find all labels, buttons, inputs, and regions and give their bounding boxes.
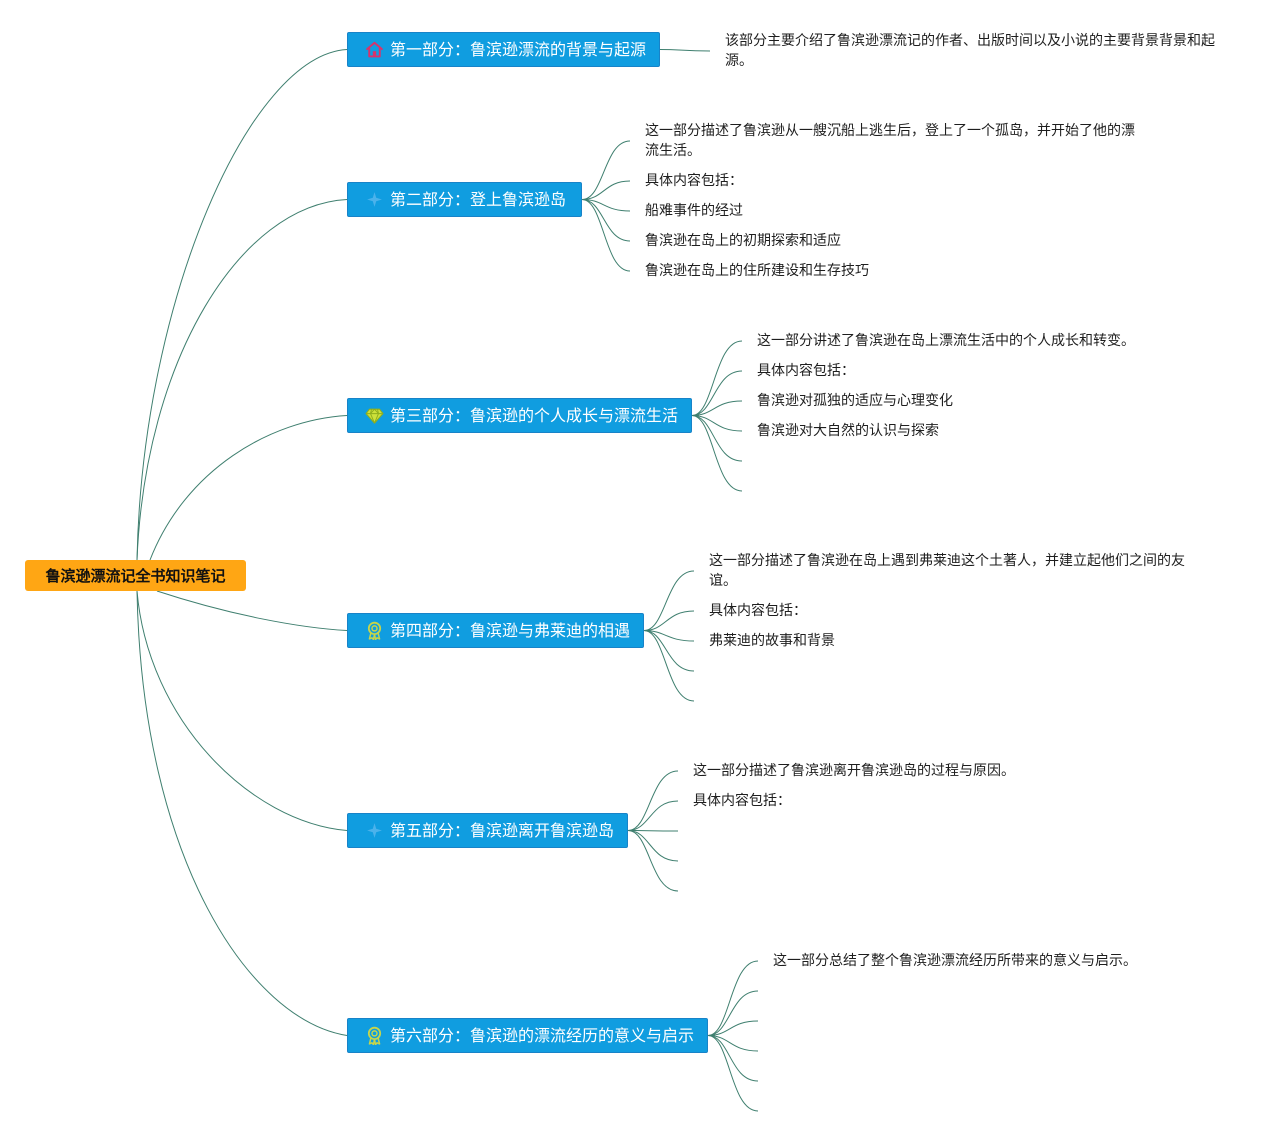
branch-topic-5: 第五部分：鲁滨逊离开鲁滨逊岛 (347, 813, 628, 848)
branch-5-empty-topic-connector (627, 830, 679, 832)
award-icon (365, 621, 384, 640)
branch-1-subtopics: 该部分主要介绍了鲁滨逊漂流记的作者、出版时间以及小说的主要背景背景和起源。 (725, 31, 1217, 81)
branch-3-leaf-4-connector (691, 415, 743, 432)
branch-5-leaf-1-connector (627, 770, 679, 831)
branch-6-empty-topic-connector (707, 1035, 759, 1112)
award-icon (365, 1026, 384, 1045)
branch-6-empty-topic-connector (707, 1035, 759, 1082)
branch-topic-2: 第二部分：登上鲁滨逊岛 (347, 182, 582, 217)
branch-3-empty-topic-connector (691, 415, 743, 492)
sparkle-icon (365, 190, 384, 209)
branch-4-leaf-1-connector (643, 570, 695, 631)
branch-topic-1: 第一部分：鲁滨逊漂流的背景与起源 (347, 32, 660, 67)
sparkle-icon (365, 821, 384, 840)
central-topic: 鲁滨逊漂流记全书知识笔记 (25, 560, 246, 591)
leaf-topic: 这一部分总结了整个鲁滨逊漂流经历所带来的意义与启示。 (773, 953, 1137, 969)
branch-5-empty-topic-connector (627, 830, 679, 892)
leaf-topic: 这一部分讲述了鲁滨逊在岛上漂流生活中的个人成长和转变。 (757, 333, 1135, 349)
root-to-branch-6-connector (136, 590, 348, 1036)
branch-2-subtopics: 这一部分描述了鲁滨逊从一艘沉船上逃生后，登上了一个孤岛，并开始了他的漂流生活。 … (645, 121, 1137, 291)
branch-topic-label: 第二部分：登上鲁滨逊岛 (390, 190, 567, 209)
branch-4-empty-topic-connector (643, 630, 695, 672)
branch-2-leaf-5-connector (581, 199, 631, 272)
leaf-topic: 这一部分描述了鲁滨逊离开鲁滨逊岛的过程与原因。 (693, 763, 1015, 779)
branch-3-subtopics: 这一部分讲述了鲁滨逊在岛上漂流生活中的个人成长和转变。 具体内容包括： 鲁滨逊对… (757, 331, 1249, 451)
leaf-topic: 这一部分描述了鲁滨逊在岛上遇到弗莱迪这个土著人，并建立起他们之间的友谊。 (709, 553, 1185, 589)
branch-4-leaf-2-connector (643, 610, 695, 631)
leaf-topic: 弗莱迪的故事和背景 (709, 633, 835, 649)
branch-5-leaf-2-connector (627, 800, 679, 831)
house-icon (365, 40, 384, 59)
branch-topic-label: 第三部分：鲁滨逊的个人成长与漂流生活 (390, 406, 679, 425)
root-to-branch-1-connector (136, 49, 348, 561)
leaf-topic: 具体内容包括： (709, 603, 807, 619)
leaf-topic: 船难事件的经过 (645, 203, 743, 219)
branch-topic-6: 第六部分：鲁滨逊的漂流经历的意义与启示 (347, 1018, 708, 1053)
branch-topic-label: 第四部分：鲁滨逊与弗莱迪的相遇 (390, 621, 631, 640)
branch-2-leaf-2-connector (581, 180, 631, 200)
root-to-branch-2-connector (136, 199, 348, 561)
branch-5-empty-topic-connector (627, 830, 679, 862)
branch-6-empty-topic-connector (707, 990, 759, 1036)
branch-topic-3: 第三部分：鲁滨逊的个人成长与漂流生活 (347, 398, 692, 433)
central-topic-label: 鲁滨逊漂流记全书知识笔记 (45, 567, 226, 585)
branch-3-leaf-2-connector (691, 370, 743, 416)
branch-6-empty-topic-connector (707, 1020, 759, 1036)
diamond-icon (365, 406, 384, 425)
branch-topic-4: 第四部分：鲁滨逊与弗莱迪的相遇 (347, 613, 644, 648)
leaf-topic: 鲁滨逊对孤独的适应与心理变化 (757, 393, 953, 409)
branch-6-empty-topic-connector (707, 1035, 759, 1052)
branch-topic-label: 第六部分：鲁滨逊的漂流经历的意义与启示 (390, 1026, 695, 1045)
leaf-topic: 具体内容包括： (693, 793, 791, 809)
branch-2-leaf-3-connector (581, 199, 631, 212)
branch-5-subtopics: 这一部分描述了鲁滨逊离开鲁滨逊岛的过程与原因。 具体内容包括： (693, 761, 1185, 821)
branch-1-leaf-1-connector (659, 49, 711, 52)
branch-2-leaf-1-connector (581, 140, 631, 200)
leaf-topic: 这一部分描述了鲁滨逊从一艘沉船上逃生后，登上了一个孤岛，并开始了他的漂流生活。 (645, 123, 1135, 159)
leaf-topic: 鲁滨逊对大自然的认识与探索 (757, 423, 939, 439)
branch-3-leaf-1-connector (691, 340, 743, 416)
branch-2-leaf-4-connector (581, 199, 631, 242)
branch-4-empty-topic-connector (643, 630, 695, 702)
branch-3-leaf-3-connector (691, 400, 743, 416)
branch-6-subtopics: 这一部分总结了整个鲁滨逊漂流经历所带来的意义与启示。 (773, 951, 1265, 981)
leaf-topic: 该部分主要介绍了鲁滨逊漂流记的作者、出版时间以及小说的主要背景背景和起源。 (725, 33, 1215, 69)
leaf-topic: 鲁滨逊在岛上的初期探索和适应 (645, 233, 841, 249)
root-to-branch-5-connector (136, 590, 348, 831)
branch-6-leaf-1-connector (707, 960, 759, 1036)
branch-3-empty-topic-connector (691, 415, 743, 462)
branch-topic-label: 第五部分：鲁滨逊离开鲁滨逊岛 (390, 821, 615, 840)
leaf-topic: 鲁滨逊在岛上的住所建设和生存技巧 (645, 263, 869, 279)
leaf-topic: 具体内容包括： (757, 363, 855, 379)
leaf-topic: 具体内容包括： (645, 173, 743, 189)
root-to-branch-4-connector (156, 590, 348, 631)
branch-4-subtopics: 这一部分描述了鲁滨逊在岛上遇到弗莱迪这个土著人，并建立起他们之间的友谊。 具体内… (709, 551, 1201, 661)
root-to-branch-3-connector (149, 415, 348, 561)
branch-topic-label: 第一部分：鲁滨逊漂流的背景与起源 (390, 40, 647, 59)
branch-4-leaf-3-connector (643, 630, 695, 642)
